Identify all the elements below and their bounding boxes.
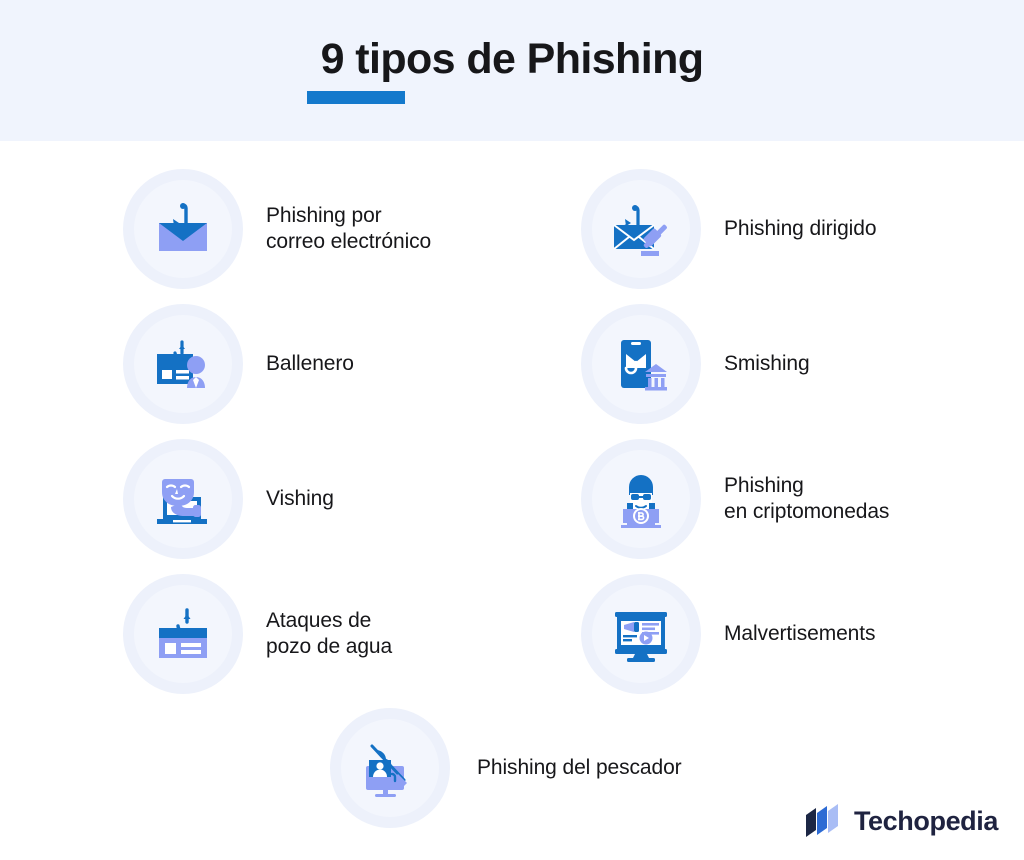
icon-badge [581, 169, 701, 289]
list-item[interactable]: Ataques de pozo de agua [123, 574, 392, 694]
icon-badge [123, 439, 243, 559]
envelope-spear-icon [613, 205, 667, 256]
header-band: 9 tipos de Phishing [0, 0, 1024, 141]
list-item[interactable]: Phishing dirigido [581, 169, 877, 289]
list-item-label: Smishing [724, 352, 810, 375]
icon-badge [123, 304, 243, 424]
icon-badge [330, 708, 450, 828]
monitor-fishing-rod-icon [366, 744, 407, 797]
phone-sms-bank-icon [621, 340, 667, 391]
mask-laptop-phone-icon [157, 479, 207, 524]
list-item-label: Ballenero [266, 352, 354, 375]
list-item-label: Phishing del pescador [477, 756, 682, 779]
list-item-label: Vishing [266, 487, 334, 510]
list-item[interactable]: Ballenero [123, 304, 354, 424]
page-title: 9 tipos de Phishing [320, 35, 704, 84]
list-item-label: Phishing por correo electrónico [266, 204, 432, 253]
list-item-label: Ataques de pozo de agua [266, 609, 393, 658]
list-item-label: Phishing en criptomonedas [724, 474, 890, 523]
techopedia-logo-mark [805, 804, 838, 837]
techopedia-logo[interactable]: Techopedia [805, 804, 998, 838]
id-card-executive-icon [157, 340, 205, 388]
icon-badge [581, 574, 701, 694]
list-item[interactable]: Phishing por correo electrónico [123, 169, 431, 289]
list-item-label: Phishing dirigido [724, 217, 877, 240]
list-item[interactable]: Malvertisements [581, 574, 875, 694]
hacker-bitcoin-laptop-icon [621, 475, 661, 528]
title-underline-accent [306, 90, 405, 104]
techopedia-wordmark: Techopedia [853, 805, 998, 836]
list-item-label: Malvertisements [724, 622, 876, 645]
icon-badge [581, 304, 701, 424]
icon-badge [123, 169, 243, 289]
list-item[interactable]: Phishing del pescador [330, 708, 682, 828]
icon-badge [123, 574, 243, 694]
envelope-hook-icon [159, 203, 207, 251]
list-item[interactable]: Phishing en criptomonedas [581, 439, 889, 559]
icon-badge [581, 439, 701, 559]
browser-window-hook-icon [159, 608, 207, 658]
list-item[interactable]: Vishing [123, 439, 334, 559]
phishing-types-list: Phishing por correo electrónico [0, 141, 1024, 860]
list-item[interactable]: Smishing [581, 304, 810, 424]
billboard-megaphone-icon [615, 612, 667, 662]
